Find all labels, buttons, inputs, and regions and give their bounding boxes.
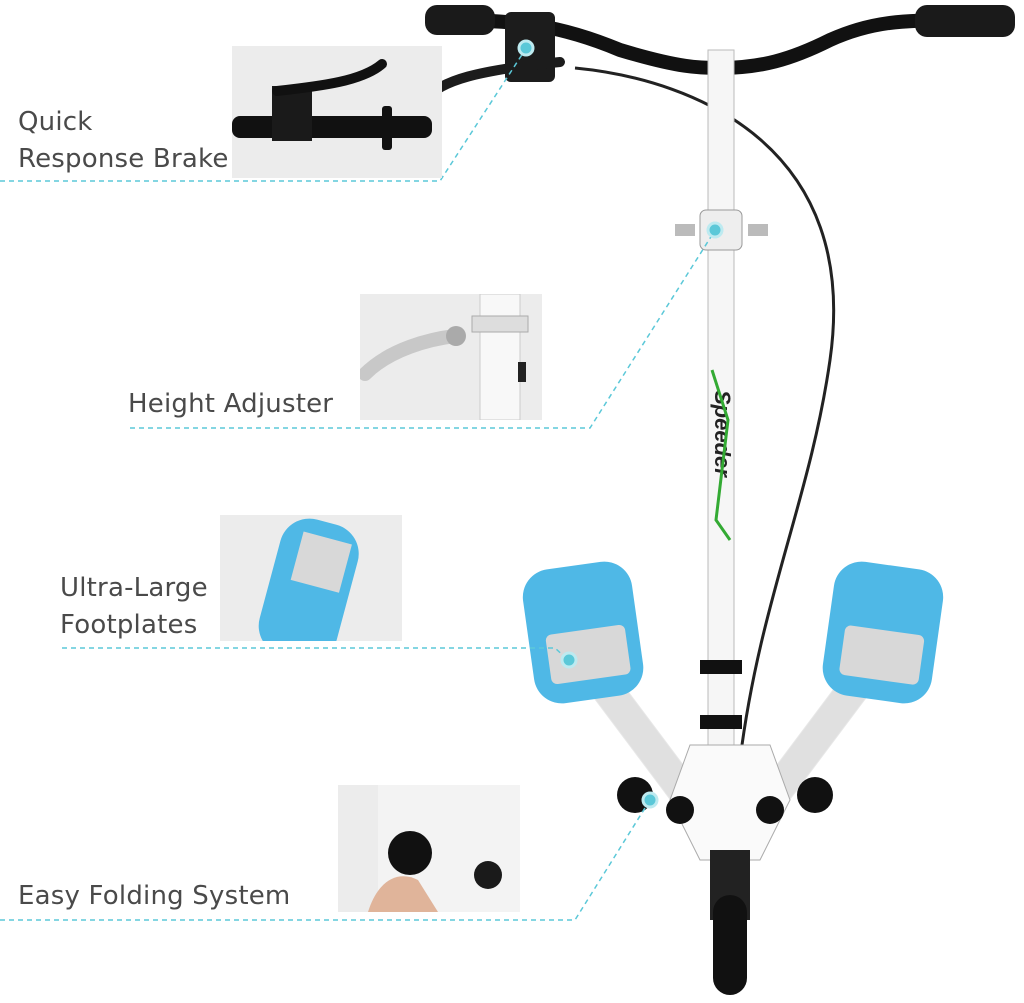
left-grip [425,5,495,35]
feature-label-line: Easy Folding System [18,881,291,911]
height-adjuster-thumbnail [360,294,542,420]
callout-line-height [130,231,715,429]
base [669,744,791,861]
feature-label-line: Height Adjuster [128,389,334,419]
left-footplate [522,561,644,704]
folding-thumbnail [338,785,520,912]
feature-label-height: Height Adjuster [128,386,333,423]
feature-label-line: Ultra-Large [60,573,208,603]
callout-dot-footplates [560,651,578,669]
right-grip [915,5,1015,37]
feature-label-brake: Quick Response Brake [18,104,229,178]
feature-label-line: Footplates [60,610,198,640]
callout-line-brake [0,49,526,182]
callout-dot-folding [641,791,659,809]
callout-line-folding [0,799,651,921]
brake-thumbnail [232,46,442,178]
callout-dot-height [706,221,724,239]
right-arm [758,671,872,809]
left-arm [588,671,702,809]
feature-label-line: Response Brake [18,144,229,174]
footplates-thumbnail [220,515,402,641]
right-footplate [822,561,944,704]
front-wheel [713,895,747,995]
callout-dot-brake [517,39,535,57]
callout-line-footplates [62,647,569,661]
feature-label-line: Quick [18,107,93,137]
feature-label-folding: Easy Folding System [18,878,290,915]
feature-label-footplates: Ultra-Large Footplates [60,570,208,644]
brake-cable [574,66,836,861]
